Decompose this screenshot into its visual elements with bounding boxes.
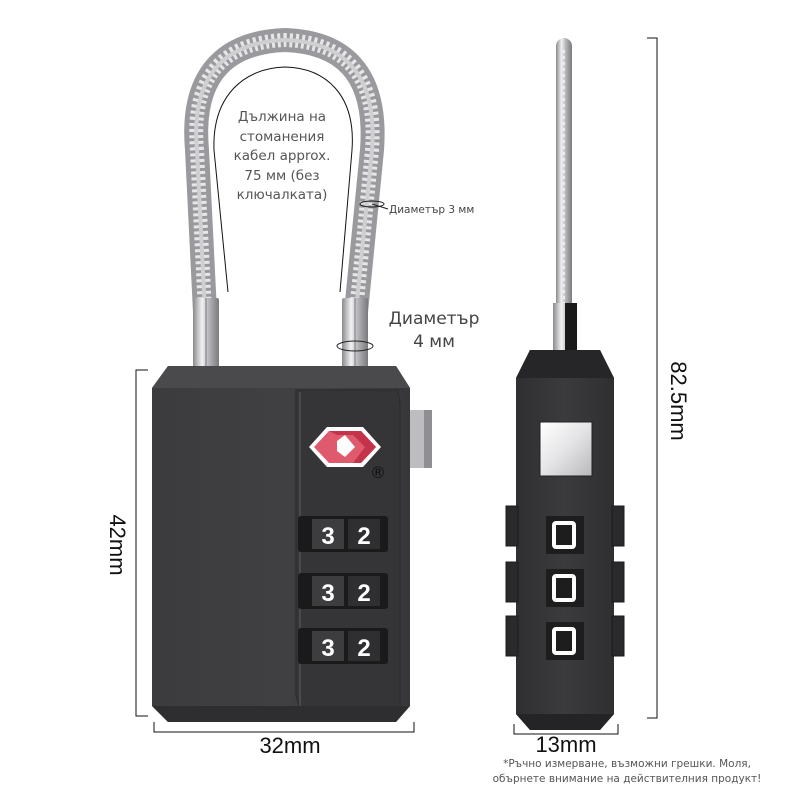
dial-row-2[interactable]: 3 2: [298, 573, 388, 609]
dial-digit: 3: [321, 580, 334, 607]
note-line: 4 мм: [413, 332, 455, 352]
cable-diameter-label: Диаметър 3 мм: [389, 204, 475, 216]
body-width-dimension: 32mm: [240, 733, 340, 759]
note-line: кабел approx.: [233, 148, 331, 164]
side-view: [505, 37, 658, 735]
cable-length-note: Дължина на стоманения кабел approx. 75 м…: [222, 108, 342, 206]
tsa-logo-icon: [309, 427, 381, 467]
note-line: 75 мм (без: [244, 167, 320, 184]
lock-body-front: [152, 366, 432, 722]
side-dials[interactable]: [546, 516, 584, 660]
dial-digit: 2: [357, 580, 370, 607]
side-dial-2[interactable]: [546, 569, 584, 607]
dial-row-3[interactable]: 3 2: [298, 628, 388, 664]
registered-mark: ®: [370, 463, 386, 482]
disclaimer-line: *Ръчно измерване, възможни грешки. Моля,: [503, 758, 751, 770]
dial-row-1[interactable]: 3 2: [298, 516, 388, 552]
dial-digit: 2: [357, 635, 370, 662]
note-line: стоманения: [239, 128, 325, 145]
dimension-lines-side: [513, 37, 658, 735]
body-depth-dimension: 13mm: [535, 732, 597, 757]
front-dials[interactable]: 3 2 3 2 3 2: [298, 516, 388, 664]
total-height-dimension: 82.5mm: [665, 351, 691, 451]
note-line: Диаметър: [388, 309, 480, 329]
body-height-dimension: 42mm: [104, 510, 130, 580]
dial-digit: 2: [357, 523, 370, 550]
note-line: Дължина на: [237, 109, 327, 125]
side-release-button[interactable]: [539, 421, 593, 477]
shackle-diameter-label: Диаметър 4 мм: [378, 308, 490, 354]
measurement-disclaimer: *Ръчно измерване, възможни грешки. Моля,…: [462, 757, 792, 787]
dimension-lines-front: [135, 369, 415, 733]
note-line: ключалката): [236, 187, 328, 203]
dial-digit: 3: [321, 635, 334, 662]
cable-shackle: [184, 27, 389, 368]
side-dial-1[interactable]: [546, 516, 584, 554]
dial-digit: 3: [321, 523, 334, 550]
disclaimer-line: обърнете внимание на действителния проду…: [492, 773, 762, 785]
front-view: ® 3 2 3 2 3 2: [135, 27, 432, 733]
side-dial-3[interactable]: [546, 622, 584, 660]
